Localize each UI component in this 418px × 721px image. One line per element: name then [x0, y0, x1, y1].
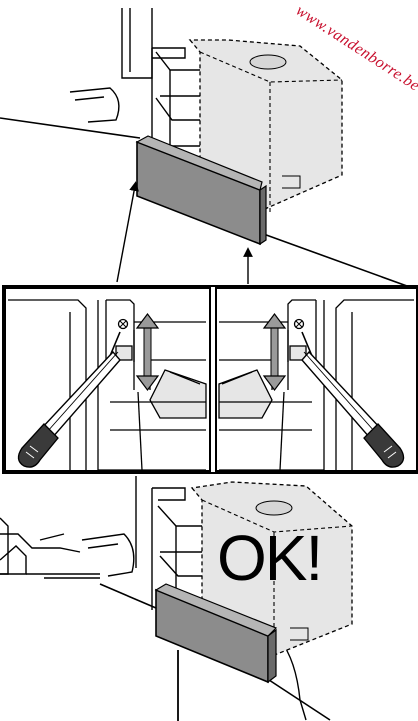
pointer-arrow-icon: [117, 186, 135, 282]
ok-result-label: OK!: [217, 526, 321, 590]
detail-panels: [4, 287, 418, 472]
